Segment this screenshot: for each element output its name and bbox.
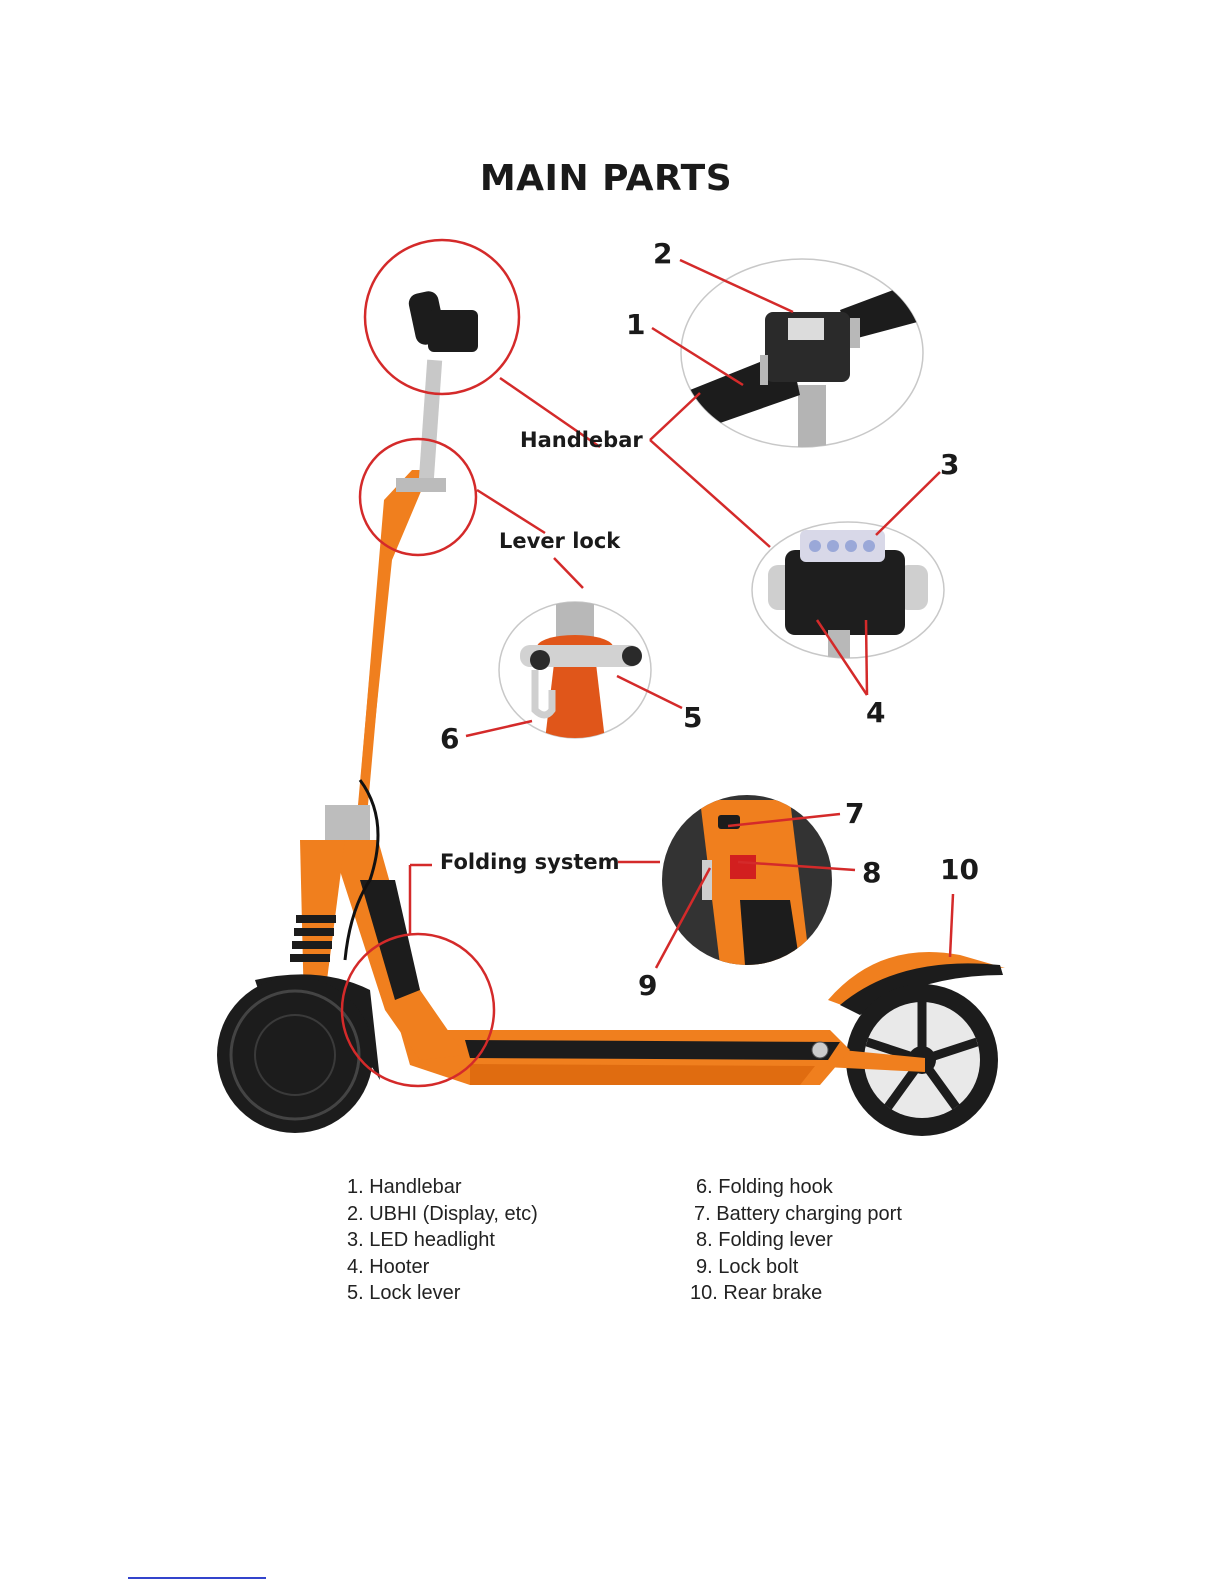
parts-list-right: 6. Folding hook 7. Battery charging port… [690,1174,902,1307]
part-item: 9. Lock bolt [690,1254,902,1281]
part-item: 6. Folding hook [690,1174,902,1201]
part-item: 5. Lock lever [347,1280,538,1307]
callout-6: 6 [440,722,459,755]
label-lever-lock: Lever lock [499,529,621,553]
part-item: 3. LED headlight [347,1227,538,1254]
label-handlebar: Handlebar [520,428,643,452]
handle-tube [419,360,442,481]
callout-5: 5 [683,701,702,734]
parts-list-left: 1. Handlebar 2. UBHI (Display, etc) 3. L… [347,1174,538,1307]
callout-7: 7 [845,797,864,830]
callout-2: 2 [653,237,672,270]
inset-headlight [752,522,944,670]
front-wheel [217,977,373,1133]
callout-3: 3 [940,448,959,481]
callout-10: 10 [940,853,979,886]
part-item: 8. Folding lever [690,1227,902,1254]
inset-lever-lock [499,590,651,740]
inset-handlebar [681,259,925,465]
inset-folding-system [660,795,835,965]
part-item: 4. Hooter [347,1254,538,1281]
part-item: 1. Handlebar [347,1174,538,1201]
callout-4: 4 [866,696,885,729]
part-item: 10. Rear brake [690,1280,902,1307]
callout-8: 8 [862,856,881,889]
part-item: 7. Battery charging port [690,1201,902,1228]
part-item: 2. UBHI (Display, etc) [347,1201,538,1228]
label-folding-system: Folding system [440,850,620,874]
stem [330,470,430,810]
footer-link-underline [128,1577,266,1579]
callout-9: 9 [638,969,657,1002]
callout-1: 1 [626,308,645,341]
